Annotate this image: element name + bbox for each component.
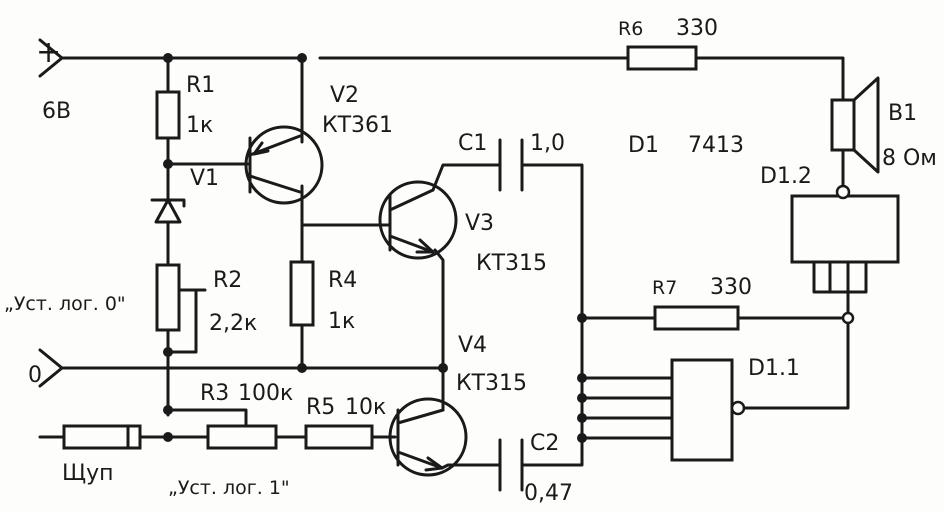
r4-value: 1к xyxy=(328,309,355,334)
r6-to-speaker xyxy=(694,56,845,102)
v4-type: КТ315 xyxy=(456,371,527,396)
r1-value: 1к xyxy=(186,113,213,138)
v1-label: V1 xyxy=(190,166,219,191)
c1-right-wire xyxy=(520,163,584,320)
capacitor-c1 xyxy=(498,138,524,192)
v4-emitter-wire xyxy=(440,463,502,470)
d12-label: D1.2 xyxy=(760,164,812,189)
transistor-v4 xyxy=(388,397,468,477)
r6-resistor xyxy=(626,45,698,71)
supply-voltage-label: 6В xyxy=(42,99,71,124)
speaker-b1 xyxy=(830,76,880,174)
c2-right-wire xyxy=(520,316,584,467)
probe-label: Щуп xyxy=(62,461,113,486)
b1-label: B1 xyxy=(888,101,917,126)
v3-emitter-wire xyxy=(433,248,445,412)
r3-resistor xyxy=(206,424,278,450)
d12-leg-4 xyxy=(846,260,868,294)
zero-terminal xyxy=(38,348,64,388)
c1-label: С1 xyxy=(458,131,487,156)
r2-wiper xyxy=(166,288,198,354)
v3-collector-wire xyxy=(431,163,502,192)
c1-value: 1,0 xyxy=(530,131,565,156)
r7-value: 330 xyxy=(710,275,752,300)
r3-caption: „Уст. лог. 1" xyxy=(168,477,290,499)
d12-leg-1 xyxy=(812,260,850,294)
r2-label: R2 xyxy=(213,268,242,293)
gate-d11 xyxy=(670,358,746,462)
capacitor-c2 xyxy=(498,438,524,492)
plus-label: + xyxy=(36,35,61,70)
v3-type: КТ315 xyxy=(476,251,547,276)
r2-value: 2,2к xyxy=(209,311,257,336)
r6-label: R6 xyxy=(618,18,643,40)
b1-value: 8 Ом xyxy=(882,146,937,171)
transistor-v2 xyxy=(244,125,324,205)
d11-label: D1.1 xyxy=(748,356,800,381)
d1-type: 7413 xyxy=(688,133,744,158)
zener-diode-v1 xyxy=(150,198,186,224)
v4-label: V4 xyxy=(458,333,487,358)
r3-wiper xyxy=(166,408,248,430)
r3-label: R3 xyxy=(200,381,229,406)
transistor-v3 xyxy=(378,180,458,260)
r4-resistor xyxy=(289,260,315,327)
r3-value: 100к xyxy=(238,381,293,406)
r5-value: 10к xyxy=(345,395,386,420)
r1-resistor xyxy=(155,90,181,140)
r7-label: R7 xyxy=(652,277,677,299)
c2-value: 0,47 xyxy=(524,481,573,506)
r5-label: R5 xyxy=(306,395,335,420)
r2-caption: „Уст. лог. 0" xyxy=(4,293,126,315)
r5-resistor xyxy=(304,424,374,450)
c2-label: С2 xyxy=(530,431,559,456)
junction-dots xyxy=(163,53,855,443)
v2-type: КТ361 xyxy=(322,113,393,138)
r1-label: R1 xyxy=(186,73,215,98)
d11-output-wire xyxy=(742,316,850,410)
probe-body xyxy=(62,424,142,450)
v3-label: V3 xyxy=(465,211,494,236)
r2-resistor xyxy=(155,263,181,332)
r6-value: 330 xyxy=(676,16,718,41)
d1-label: D1 xyxy=(628,133,659,158)
r7-resistor xyxy=(653,305,740,331)
r4-label: R4 xyxy=(328,268,357,293)
v2-label: V2 xyxy=(330,83,359,108)
gate-d12 xyxy=(790,184,900,264)
zero-label: 0 xyxy=(28,363,42,388)
